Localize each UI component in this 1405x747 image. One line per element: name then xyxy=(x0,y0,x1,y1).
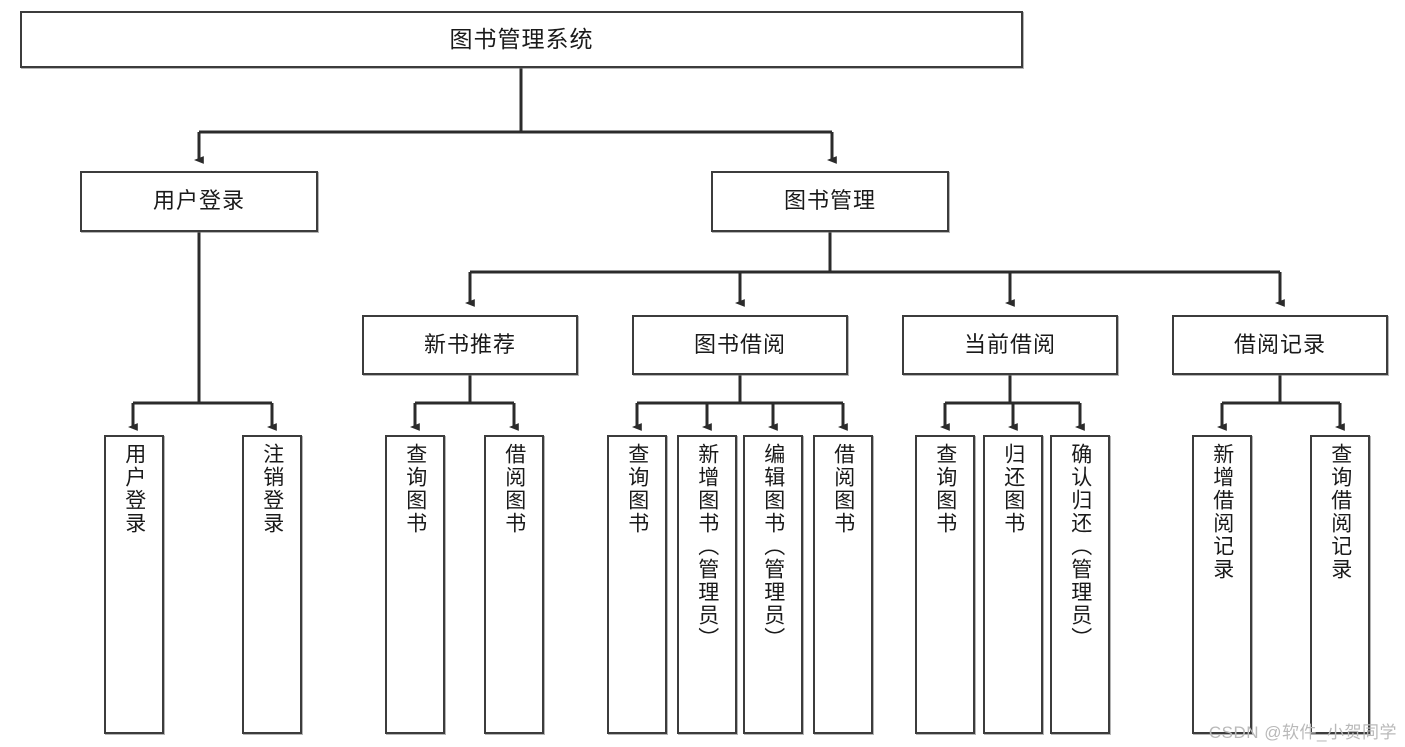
node-label: 借阅记录 xyxy=(1233,331,1326,357)
node-borrow-record[interactable]: 借阅记录 xyxy=(1172,315,1388,375)
node-label: 用户登录 xyxy=(152,188,245,214)
node-label: 图书管理系统 xyxy=(449,26,594,53)
leaf-add-book-admin[interactable]: 新增图书（管理员） xyxy=(677,435,737,734)
node-root-system[interactable]: 图书管理系统 xyxy=(20,11,1023,68)
node-current-borrow[interactable]: 当前借阅 xyxy=(902,315,1118,375)
node-label: 当前借阅 xyxy=(963,331,1056,357)
node-label: 确认归还（管理员） xyxy=(1068,443,1092,650)
node-label: 图书管理 xyxy=(783,188,876,214)
node-label: 借阅图书 xyxy=(831,443,855,535)
node-user-login[interactable]: 用户登录 xyxy=(80,171,318,232)
leaf-query-book[interactable]: 查询图书 xyxy=(607,435,667,734)
node-label: 用户登录 xyxy=(122,443,146,535)
leaf-logout[interactable]: 注销登录 xyxy=(242,435,302,734)
node-label: 新增借阅记录 xyxy=(1210,443,1234,581)
leaf-return-book[interactable]: 归还图书 xyxy=(983,435,1043,734)
node-label: 借阅图书 xyxy=(502,443,526,535)
leaf-query-book-recommend[interactable]: 查询图书 xyxy=(385,435,445,734)
node-label: 新书推荐 xyxy=(423,331,516,357)
leaf-edit-book-admin[interactable]: 编辑图书（管理员） xyxy=(743,435,803,734)
leaf-query-borrow-record[interactable]: 查询借阅记录 xyxy=(1310,435,1370,734)
node-book-borrow[interactable]: 图书借阅 xyxy=(632,315,848,375)
node-label: 查询图书 xyxy=(625,443,649,535)
node-label: 查询借阅记录 xyxy=(1328,443,1352,581)
watermark: CSDN @软件_小贺同学 xyxy=(1208,723,1397,742)
leaf-add-borrow-record[interactable]: 新增借阅记录 xyxy=(1192,435,1252,734)
leaf-borrow-book-recommend[interactable]: 借阅图书 xyxy=(484,435,544,734)
node-label: 图书借阅 xyxy=(693,331,786,357)
node-book-management[interactable]: 图书管理 xyxy=(711,171,949,232)
node-label: 归还图书 xyxy=(1001,443,1025,535)
leaf-borrow-book[interactable]: 借阅图书 xyxy=(813,435,873,734)
node-label: 查询图书 xyxy=(403,443,427,535)
node-label: 查询图书 xyxy=(933,443,957,535)
node-label: 注销登录 xyxy=(260,443,284,535)
node-new-book-recommend[interactable]: 新书推荐 xyxy=(362,315,578,375)
leaf-query-book-current[interactable]: 查询图书 xyxy=(915,435,975,734)
node-label: 新增图书（管理员） xyxy=(695,443,719,650)
leaf-user-login[interactable]: 用户登录 xyxy=(104,435,164,734)
node-label: 编辑图书（管理员） xyxy=(761,443,785,650)
leaf-confirm-return-admin[interactable]: 确认归还（管理员） xyxy=(1050,435,1110,734)
